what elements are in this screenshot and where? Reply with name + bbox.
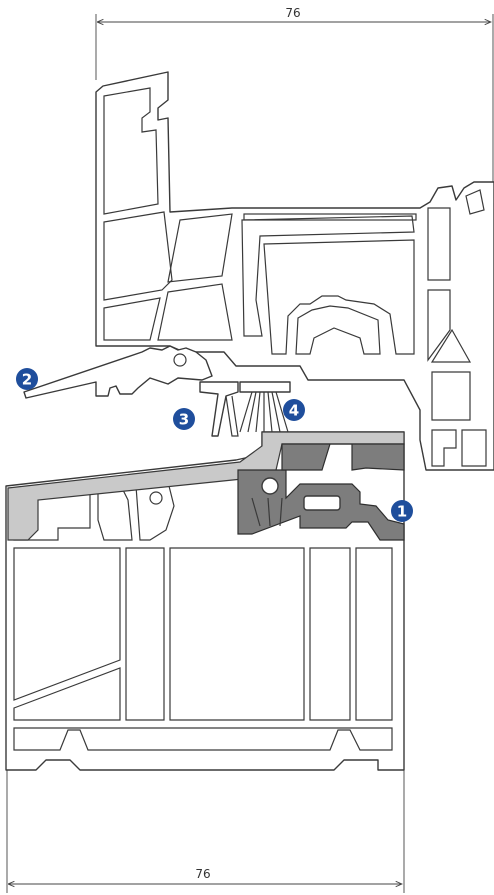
center-seal <box>7 431 405 541</box>
bottom-dimension-label: 76 <box>195 867 210 881</box>
brush-seal <box>239 381 291 433</box>
drip-cap <box>23 345 213 399</box>
callout-badge-1: 1 <box>391 500 413 522</box>
top-dimension-label: 76 <box>285 6 300 20</box>
bottom-dimension: 76 <box>6 770 405 893</box>
sash-profile <box>95 71 494 471</box>
top-dimension: 76 <box>95 6 494 190</box>
callout-badge-3: 3 <box>173 408 195 430</box>
glazing-gasket <box>199 381 239 437</box>
callout-badge-4: 4 <box>283 399 305 421</box>
callout-badge-1-label: 1 <box>397 503 407 521</box>
callout-badge-2-label: 2 <box>22 371 32 389</box>
callout-badge-2: 2 <box>16 368 38 390</box>
callout-badge-4-label: 4 <box>289 402 299 420</box>
callout-badge-3-label: 3 <box>179 411 189 429</box>
